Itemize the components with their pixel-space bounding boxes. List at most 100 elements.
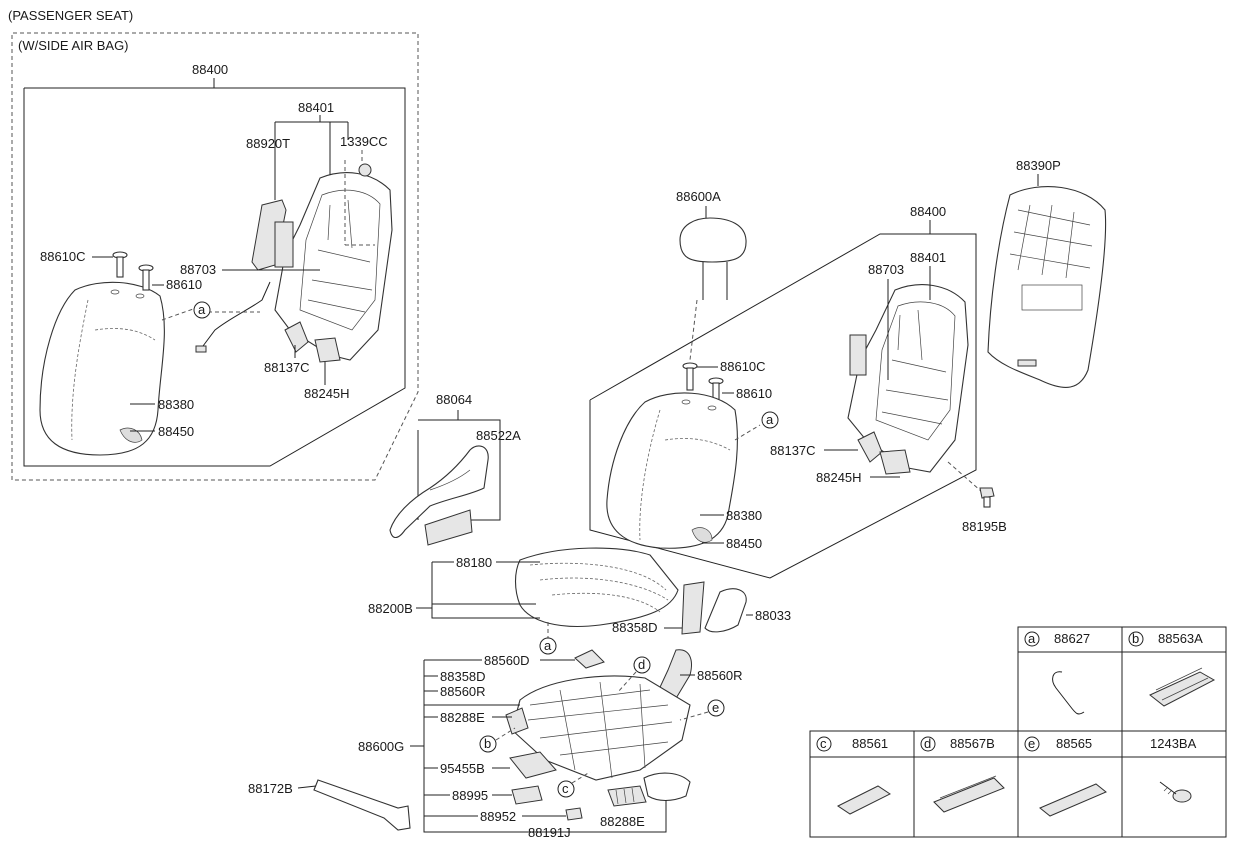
label-88610-right: 88610	[736, 386, 772, 401]
seatback-cover-right	[606, 392, 738, 549]
svg-text:1243BA: 1243BA	[1150, 736, 1197, 751]
label-88450-right: 88450	[726, 536, 762, 551]
label-88560r-bottom: 88560R	[440, 684, 486, 699]
label-88033: 88033	[755, 608, 791, 623]
callout-d: d	[617, 656, 651, 693]
label-88172b: 88172B	[248, 781, 293, 796]
svg-text:88565: 88565	[1056, 736, 1092, 751]
legend-cell-d: d 88567B	[920, 736, 1005, 813]
label-1339cc: 1339CC	[340, 134, 388, 149]
label-88288e-bottom: 88288E	[600, 814, 645, 829]
label-88600a: 88600A	[676, 189, 721, 204]
rail-cover-88358d	[681, 581, 705, 635]
label-88137c-left: 88137C	[264, 360, 310, 375]
label-88245h-right: 88245H	[816, 470, 862, 485]
label-88180: 88180	[456, 555, 492, 570]
side-shield-88064	[389, 445, 489, 539]
label-88245h-left: 88245H	[304, 386, 350, 401]
diagram-title: (PASSENGER SEAT)	[8, 8, 133, 23]
clip-88563a-icon	[1149, 671, 1216, 707]
left-seatback-assembly	[39, 163, 393, 456]
svg-text:c: c	[820, 736, 827, 751]
label-88191j: 88191J	[528, 825, 571, 840]
label-88560r-right: 88560R	[697, 668, 743, 683]
bracket-88245h-left	[314, 337, 341, 363]
module-88191j	[643, 772, 691, 802]
screw-1243ba-icon	[1159, 781, 1192, 803]
label-88401-left: 88401	[298, 100, 334, 115]
label-88610c-right: 88610C	[720, 359, 766, 374]
label-88288e-top: 88288E	[440, 710, 485, 725]
legend-cell-c: c 88561	[816, 736, 891, 815]
back-panel-88390p: 88390P	[987, 158, 1107, 388]
label-88560d: 88560D	[484, 653, 530, 668]
side-shield-88522a	[424, 509, 473, 546]
module-95455b	[509, 751, 557, 779]
headrest-88600a	[679, 217, 747, 263]
label-88610-left: 88610	[166, 277, 202, 292]
left-labels: 88400 88401 88920T 1339CC 88610C 88703 8…	[40, 62, 388, 439]
guide-pin-88610-right	[708, 377, 724, 406]
callout-b: b	[479, 727, 516, 753]
guide-pin-88610c-left	[112, 251, 128, 278]
bracket-88245h-right	[879, 449, 911, 475]
label-88952: 88952	[480, 809, 516, 824]
label-88703-left: 88703	[180, 262, 216, 277]
label-88995: 88995	[452, 788, 488, 803]
nut-1339cc	[358, 163, 372, 177]
side-airbag-group: (W/SIDE AIR BAG)	[11, 32, 419, 481]
label-88920t: 88920T	[246, 136, 290, 151]
svg-text:e: e	[1028, 736, 1035, 751]
label-88703-right: 88703	[868, 262, 904, 277]
clip-88627-icon	[1052, 671, 1085, 715]
legend-cell-e: e 88565	[1024, 736, 1107, 817]
label-88390p: 88390P	[1016, 158, 1061, 173]
svg-text:a: a	[1028, 631, 1036, 646]
guide-pin-88610c-right	[682, 362, 698, 391]
svg-text:a: a	[766, 412, 774, 427]
seat-cushion-88180	[514, 547, 679, 628]
label-88600g: 88600G	[358, 739, 404, 754]
guide-pin-88610-left	[138, 264, 154, 291]
side-shield-assembly: 88064 88522A	[389, 392, 521, 546]
label-88522a: 88522A	[476, 428, 521, 443]
bracket-88137c-left	[284, 321, 309, 353]
callout-a-left: a	[193, 301, 211, 319]
legend-table: a 88627 b 88563A c 88561 d 88567B	[809, 626, 1227, 838]
svg-text:b: b	[484, 736, 491, 751]
svg-text:d: d	[924, 736, 931, 751]
label-88401-right: 88401	[910, 250, 946, 265]
label-88450-left: 88450	[158, 424, 194, 439]
label-88200b: 88200B	[368, 601, 413, 616]
label-88610c-left: 88610C	[40, 249, 86, 264]
label-88137c-right: 88137C	[770, 443, 816, 458]
svg-text:88561: 88561	[852, 736, 888, 751]
module-88995	[511, 785, 543, 805]
label-95455b: 95455B	[440, 761, 485, 776]
module-88952	[565, 807, 583, 821]
clip-88565-icon	[1039, 783, 1107, 817]
bolt-88195b: 88195B	[947, 461, 1007, 534]
trim-88172b: 88172B	[248, 779, 411, 831]
seatback-cover-left	[39, 281, 165, 456]
label-88380-left: 88380	[158, 397, 194, 412]
clip-88567b-icon	[933, 777, 1005, 813]
cover-88033: 88033	[704, 588, 791, 633]
callout-e: e	[679, 699, 725, 721]
seatback-frame-right	[847, 284, 969, 473]
svg-text:88563A: 88563A	[1158, 631, 1203, 646]
svg-text:88567B: 88567B	[950, 736, 995, 751]
svg-text:d: d	[638, 657, 645, 672]
svg-text:c: c	[562, 781, 569, 796]
seatback-frame-left	[274, 172, 393, 361]
label-88195b: 88195B	[962, 519, 1007, 534]
svg-text:88627: 88627	[1054, 631, 1090, 646]
seat-frame-88600g: 88560D 88358D 88560R 88288E 88600G	[358, 649, 691, 833]
svg-text:a: a	[198, 302, 206, 317]
label-88358d-bottom: 88358D	[440, 669, 486, 684]
svg-text:a: a	[544, 638, 552, 653]
seat-cushion-group: 88180 88200B	[368, 547, 679, 638]
clip-88561-icon	[837, 785, 891, 815]
label-88400-right: 88400	[910, 204, 946, 219]
